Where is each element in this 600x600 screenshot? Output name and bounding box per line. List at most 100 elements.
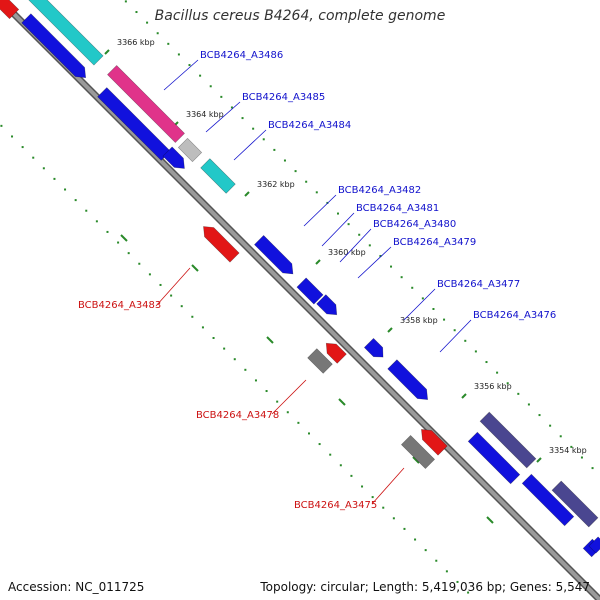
gene-shape bbox=[467, 431, 521, 485]
tick-dot bbox=[21, 146, 24, 149]
gene-shape bbox=[521, 473, 575, 527]
gene-label-forward: BCB4264_A3481 bbox=[356, 203, 439, 214]
tick-dot bbox=[318, 443, 321, 446]
leader-line bbox=[403, 288, 436, 321]
tick-dot bbox=[233, 358, 236, 361]
leader-line bbox=[271, 379, 307, 415]
tick-dot bbox=[580, 456, 583, 459]
gene-shape bbox=[551, 480, 599, 528]
tick-dot bbox=[283, 159, 286, 162]
tick-dot bbox=[170, 294, 173, 297]
tick-dot bbox=[453, 329, 456, 332]
tick-dot bbox=[424, 549, 427, 552]
tick-dot bbox=[167, 42, 170, 45]
gene-slate-2 bbox=[551, 480, 599, 528]
gene-blue-lower-2 bbox=[521, 473, 575, 527]
tick-dot bbox=[42, 167, 45, 170]
kbp-label: 3356 kbp bbox=[474, 382, 512, 391]
tick-dot bbox=[156, 32, 159, 35]
tick-dot bbox=[177, 53, 180, 56]
tick-dot bbox=[350, 474, 353, 477]
gene-shape bbox=[400, 434, 436, 470]
tick-dot bbox=[135, 11, 138, 14]
major-tick bbox=[315, 259, 321, 265]
tick-dot bbox=[230, 106, 233, 109]
major-tick-inner bbox=[266, 336, 274, 344]
tick-dot bbox=[329, 453, 332, 456]
major-tick bbox=[104, 49, 110, 55]
tick-dot bbox=[106, 230, 109, 233]
tick-dot bbox=[159, 283, 162, 286]
tick-dot bbox=[95, 220, 98, 223]
tick-dot bbox=[371, 496, 374, 499]
gene-blue-a3476 bbox=[387, 359, 429, 401]
major-tick bbox=[536, 457, 542, 463]
gene-blue-top bbox=[21, 13, 87, 79]
tick-dot bbox=[223, 347, 226, 350]
gene-blue-small bbox=[162, 146, 185, 169]
leader-line bbox=[163, 59, 199, 91]
tick-dot bbox=[32, 156, 35, 159]
tick-dot bbox=[273, 148, 276, 151]
gene-red-a3483 bbox=[203, 226, 240, 263]
kbp-label: 3362 kbp bbox=[257, 180, 295, 189]
gene-red-a3478 bbox=[325, 342, 347, 364]
gene-red-edge bbox=[0, 0, 20, 20]
gene-labels: BCB4264_A3486BCB4264_A3485BCB4264_A3484B… bbox=[78, 50, 556, 511]
tick-dot bbox=[474, 350, 477, 353]
tick-dot bbox=[294, 170, 297, 173]
gene-label-forward: BCB4264_A3477 bbox=[437, 279, 520, 290]
kbp-label: 3366 kbp bbox=[117, 38, 155, 47]
tick-dot bbox=[191, 315, 194, 318]
tick-dot bbox=[414, 538, 417, 541]
gene-teal-a3484 bbox=[200, 158, 236, 194]
tick-dot bbox=[445, 570, 448, 573]
gene-shape bbox=[107, 65, 185, 143]
gene-gray-a3475 bbox=[400, 434, 436, 470]
gene-blue-edge-2 bbox=[588, 536, 600, 554]
leader-line bbox=[339, 228, 372, 263]
major-tick-inner bbox=[191, 264, 199, 272]
leader-line bbox=[233, 129, 267, 161]
tick-dot bbox=[435, 559, 438, 562]
gene-teal-top bbox=[28, 0, 104, 66]
leader-line bbox=[357, 246, 392, 279]
tick-row-outer bbox=[124, 0, 594, 470]
gene-shape bbox=[203, 226, 240, 263]
gene-shape bbox=[254, 235, 294, 275]
tick-dot bbox=[286, 411, 289, 414]
tick-dot bbox=[591, 467, 594, 470]
gene-label-forward: BCB4264_A3479 bbox=[393, 237, 476, 248]
gene-shape bbox=[21, 13, 87, 79]
tick-dot bbox=[244, 368, 247, 371]
tick-dot bbox=[252, 127, 255, 130]
gene-gray-a3478 bbox=[307, 348, 333, 374]
tick-dot bbox=[464, 339, 467, 342]
gene-label-forward: BCB4264_A3482 bbox=[338, 185, 421, 196]
tick-dot bbox=[527, 403, 530, 406]
gene-red-a3475 bbox=[421, 429, 448, 456]
tick-dot bbox=[188, 64, 191, 67]
gene-label-forward: BCB4264_A3484 bbox=[268, 120, 351, 131]
tick-dot bbox=[74, 199, 77, 202]
tick-dot bbox=[148, 273, 151, 276]
tick-dot bbox=[496, 371, 499, 374]
tick-dot bbox=[297, 421, 300, 424]
tick-dot bbox=[432, 308, 435, 311]
tick-dot bbox=[443, 318, 446, 321]
tick-dot bbox=[368, 244, 371, 247]
genome-summary-text: Topology: circular; Length: 5,419,036 bp… bbox=[260, 580, 590, 594]
gene-shape bbox=[316, 294, 338, 316]
gene-label-forward: BCB4264_A3485 bbox=[242, 92, 325, 103]
tick-dot bbox=[64, 188, 67, 191]
leader-line bbox=[303, 194, 337, 227]
leader-line bbox=[321, 212, 355, 247]
tick-dot bbox=[212, 336, 215, 339]
gene-label-forward: BCB4264_A3480 bbox=[373, 219, 456, 230]
gene-shape bbox=[162, 146, 185, 169]
tick-dot bbox=[201, 326, 204, 329]
gene-shape bbox=[177, 137, 203, 163]
